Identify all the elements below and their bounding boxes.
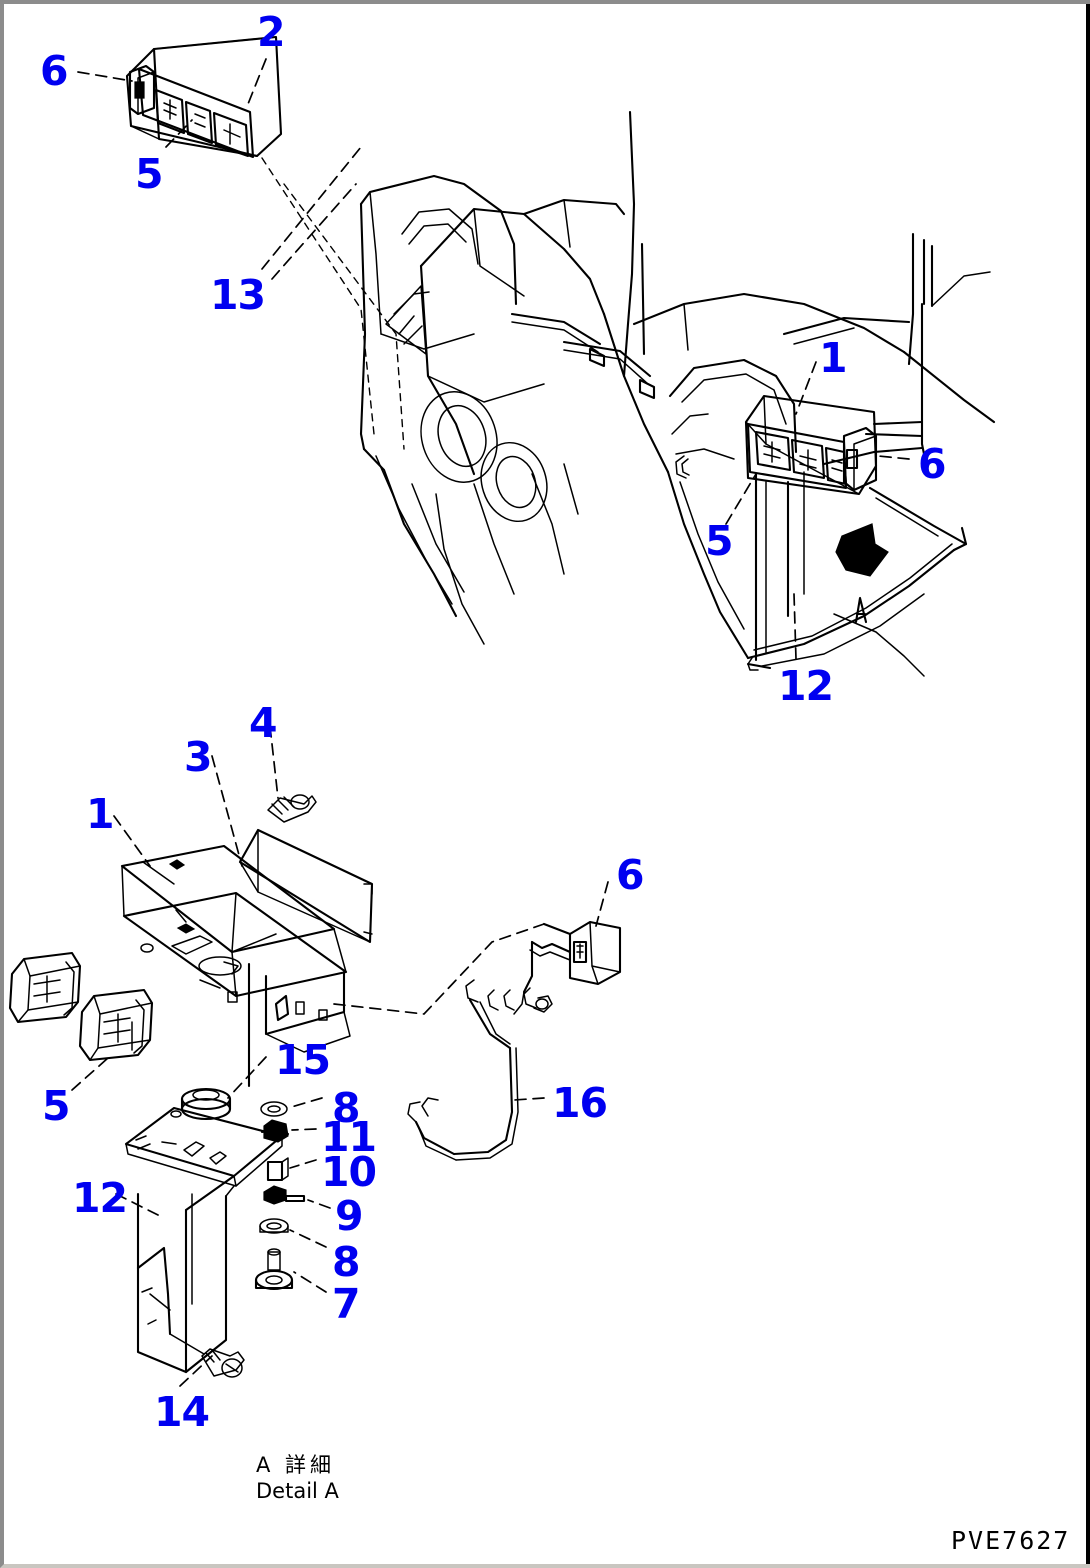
- callout-1-lower: 1: [86, 790, 115, 838]
- machine-structure-group: [359, 110, 996, 677]
- callout-13: 13: [210, 271, 266, 319]
- lamp-units-group: [8, 951, 154, 1091]
- callout-6-top-left: 6: [40, 47, 69, 95]
- leader-13-group: [261, 146, 405, 450]
- callout-7: 7: [332, 1280, 361, 1328]
- callout-14: 14: [154, 1388, 210, 1436]
- callout-2-top: 2: [257, 8, 286, 56]
- callout-5-top-left: 5: [135, 150, 164, 198]
- callout-6-harness: 6: [616, 851, 645, 899]
- upper-right-switch-panel-group: [725, 361, 910, 671]
- page-frame-right-edge: [1086, 4, 1090, 1564]
- callout-1-upper: 1: [819, 334, 848, 382]
- callout-9: 9: [335, 1192, 364, 1240]
- hardware-stack-group: [254, 1097, 331, 1293]
- top-left-switch-panel-group: [77, 35, 283, 159]
- callout-4: 4: [249, 699, 278, 747]
- callout-8-upper: 8: [332, 1084, 361, 1132]
- callout-5-upper: 5: [705, 517, 734, 565]
- drawing-number: PVE7627: [951, 1526, 1071, 1555]
- callout-15: 15: [275, 1036, 331, 1084]
- wiring-harness-group: [407, 881, 622, 1161]
- callout-16: 16: [552, 1079, 608, 1127]
- lower-bracket-assembly-group: [113, 725, 545, 1053]
- detail-a-label-english: Detail A: [256, 1479, 339, 1504]
- callout-5-lamps: 5: [42, 1082, 71, 1130]
- screw-item-4: [267, 794, 317, 823]
- callout-12-upper: 12: [778, 662, 834, 710]
- callout-3: 3: [184, 733, 213, 781]
- callout-11: 11: [321, 1113, 377, 1161]
- support-stand-group: [115, 1106, 284, 1387]
- callout-6-upper: 6: [918, 440, 947, 488]
- detail-a-label-group: A 詳細 Detail A: [256, 1452, 339, 1505]
- callout-12-lower: 12: [72, 1174, 128, 1222]
- technical-drawing-canvas: .ln { fill:none; stroke:#000; stroke-wid…: [8, 35, 996, 1387]
- callout-10: 10: [321, 1148, 377, 1196]
- detail-a-label-japanese: A 詳細: [256, 1453, 336, 1477]
- grommet-item-15: [180, 1020, 267, 1121]
- callout-8-lower: 8: [332, 1238, 361, 1286]
